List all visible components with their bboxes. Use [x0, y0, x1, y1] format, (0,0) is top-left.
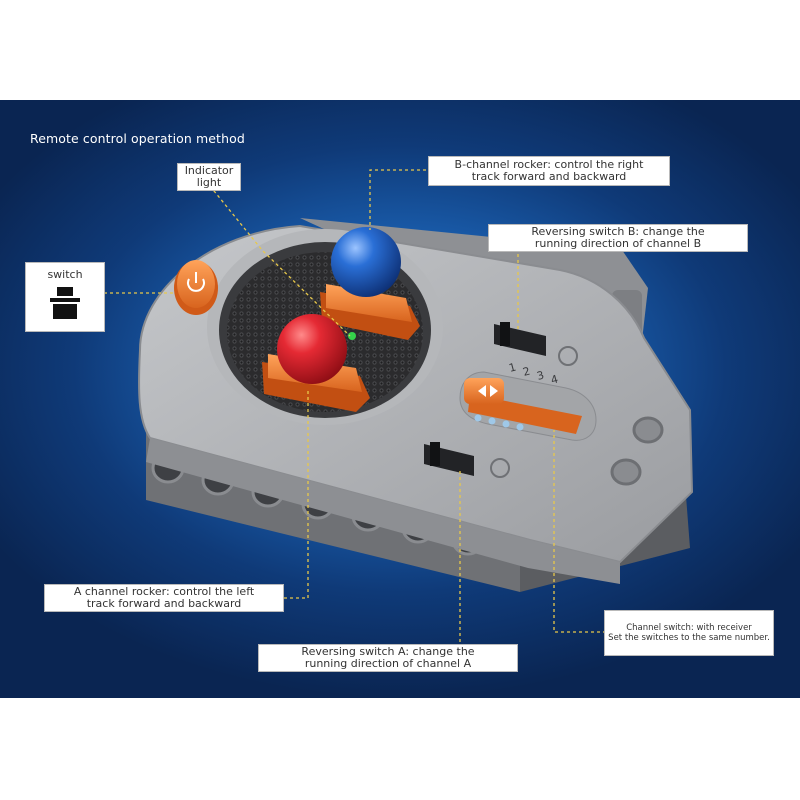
callout-indicator-light: Indicator light: [177, 163, 241, 191]
channel-selector-icon: [464, 378, 504, 404]
rocker-b[interactable]: [320, 227, 420, 340]
callout-b-rocker: B-channel rocker: control the right trac…: [428, 156, 670, 186]
leader-lines: [104, 169, 606, 648]
callout-text: Reversing switch B: change the: [531, 225, 705, 238]
callout-text: light: [196, 176, 222, 189]
callout-text: B-channel rocker: control the right: [454, 158, 644, 171]
studs: [610, 416, 664, 486]
power-button-icon: [187, 272, 205, 292]
page-title: Remote control operation method: [30, 131, 245, 146]
callout-text: switch: [47, 268, 83, 281]
reversing-switch-a[interactable]: [424, 442, 510, 478]
reversing-switch-b[interactable]: [494, 322, 578, 366]
channel-number: 4: [549, 373, 559, 387]
rocker-a[interactable]: [262, 314, 370, 412]
callout-text: track forward and backward: [471, 170, 627, 183]
controller-side: [146, 438, 620, 584]
callout-reversing-switch-b: Reversing switch B: change the running d…: [488, 224, 748, 252]
reverse-arrow-icon: [490, 458, 510, 478]
callout-text: running direction of channel A: [304, 657, 472, 670]
callout-text: Channel switch: with receiver: [626, 623, 752, 633]
callout-text: track forward and backward: [86, 597, 242, 610]
callout-text: Indicator: [184, 164, 234, 177]
callout-a-rocker: A channel rocker: control the left track…: [44, 584, 284, 612]
callout-text: Set the switches to the same number.: [608, 633, 770, 643]
callout-reversing-switch-a: Reversing switch A: change the running d…: [258, 644, 518, 672]
callout-power-switch: switch: [25, 262, 105, 332]
callout-channel-switch: Channel switch: with receiver Set the sw…: [604, 610, 774, 656]
power-switch-icon: [50, 287, 80, 319]
reverse-arrow-icon: [558, 346, 578, 366]
channel-number: 1: [507, 361, 517, 375]
callout-text: running direction of channel B: [534, 237, 702, 250]
callout-text: A channel rocker: control the left: [73, 585, 255, 598]
channel-number: 2: [521, 365, 531, 379]
remote-control-illustration: 1 2 3 4: [104, 169, 694, 648]
channel-number: 3: [535, 369, 545, 383]
channel-numbers: 1 2 3 4: [507, 361, 559, 387]
diagram-stage: 1 2 3 4 Remote control operation method: [0, 100, 800, 698]
callout-text: Reversing switch A: change the: [301, 645, 475, 658]
indicator-light: [348, 332, 356, 340]
channel-selector[interactable]: [459, 371, 597, 441]
power-button[interactable]: [174, 260, 218, 315]
